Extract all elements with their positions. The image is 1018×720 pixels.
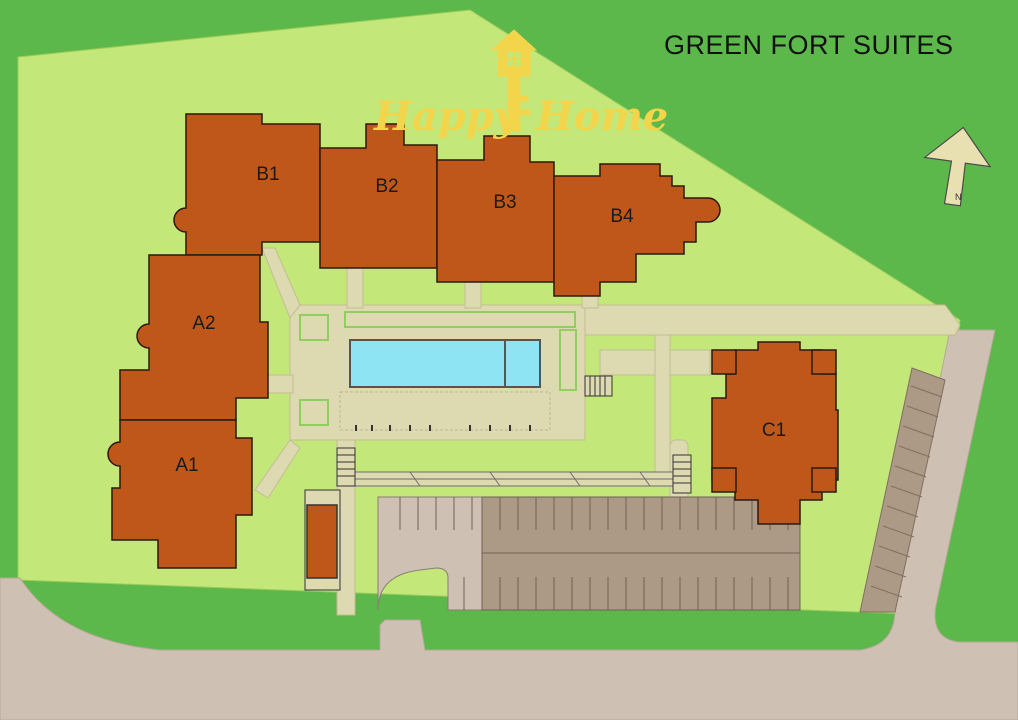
building-c1 [711,341,839,525]
walkway-b4 [581,295,599,309]
house-key-icon [490,29,538,132]
map-title: GREEN FORT SUITES [664,30,954,60]
logo-text-home: Home [535,93,668,140]
west-walkway [261,247,301,320]
walkway-a2 [267,374,294,394]
house-window-icon [507,52,521,66]
logo: Happy Home [373,29,668,140]
walkway-north-south [654,334,671,486]
label-b1: B1 [256,164,279,185]
main-road [0,329,1018,720]
label-c1: C1 [762,420,786,441]
walkway-b2 [346,267,364,309]
building-b1 [173,113,321,256]
east-walkway [584,304,961,336]
label-b3: B3 [493,192,516,213]
swimming-pool [349,339,541,388]
north-label: N [955,192,962,202]
building-c1-wings [711,349,837,493]
west-walkway-2 [254,439,301,499]
north-arrow-icon: N [923,126,992,207]
guard-house [306,504,338,579]
sun-loungers [355,425,531,431]
label-b2: B2 [375,176,398,197]
stairs-pool-east [584,375,613,397]
stairs-south-east [672,454,692,494]
label-a1: A1 [175,455,198,476]
building-b3 [436,135,555,283]
logo-text-happy: Happy [373,93,520,140]
parking-strip-east-lines [870,385,943,598]
building-b4 [553,163,721,297]
pool-deck-planters [299,311,577,426]
stairs-south-west [336,447,356,487]
building-b2 [319,123,438,269]
covered-walkway-lines [355,471,675,487]
label-b4: B4 [610,206,634,227]
label-a2: A2 [192,313,215,334]
walkway-b3 [464,281,482,309]
building-a2 [119,254,269,421]
building-a1 [107,419,253,569]
sun-deck [339,391,551,431]
